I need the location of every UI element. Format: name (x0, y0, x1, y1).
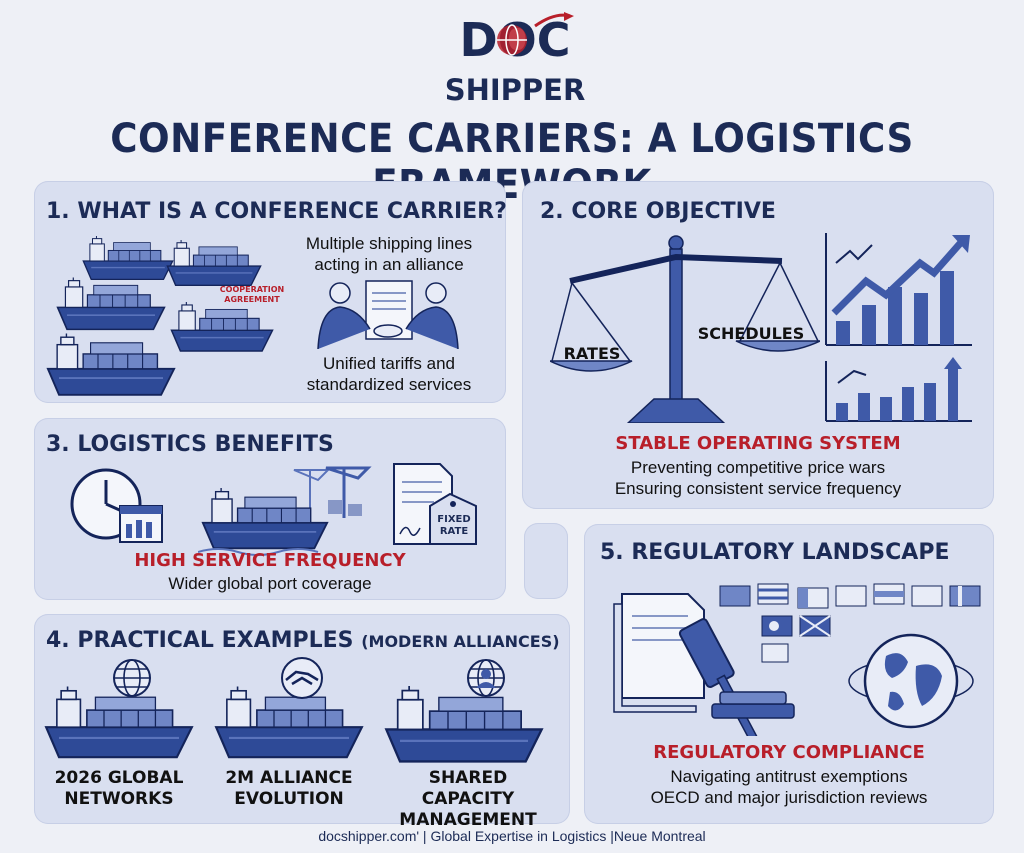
section-2-heading: 2. CORE OBJECTIVE (540, 199, 776, 224)
logo-text-shipper: SHIPPER (445, 73, 586, 107)
section-3-heading: 3. LOGISTICS BENEFITS (46, 432, 334, 457)
balance-scale-illustration (550, 231, 820, 423)
example-item-global-networks: 2026 GLOBAL NETWORKS (44, 656, 214, 822)
port-ship-illustration (198, 460, 378, 556)
section-5-heading: 5. REGULATORY LANDSCAPE (600, 540, 950, 565)
example-label-shared-capacity: SHARED CAPACITY MANAGEMENT (399, 768, 537, 830)
section-4-heading-suffix: (MODERN ALLIANCES) (361, 632, 560, 651)
footer-text: docshipper.com' | Global Expertise in Lo… (318, 828, 706, 844)
handshake-agreement-illustration (308, 277, 468, 351)
core-objective-text: Preventing competitive price wars Ensuri… (522, 457, 994, 499)
flags-illustration (718, 582, 988, 666)
port-coverage-text: Wider global port coverage (168, 574, 372, 593)
regulatory-line-1: Navigating antitrust exemptions (670, 767, 908, 786)
example-label-2m-alliance: 2M ALLIANCE EVOLUTION (225, 768, 353, 809)
unified-tariffs-line-2: standardized services (306, 375, 472, 394)
example-item-shared-capacity: SHARED CAPACITY MANAGEMENT (382, 656, 562, 830)
clock-calendar-icon (68, 466, 164, 546)
section-logistics-benefits: 3. LOGISTICS BENEFITS (34, 418, 506, 600)
example-label-global-networks: 2026 GLOBAL NETWORKS (54, 768, 184, 809)
rates-label: RATES (563, 344, 621, 363)
globe-icon (113, 659, 151, 697)
stable-operating-system-heading: STABLE OPERATING SYSTEM (615, 433, 901, 454)
section-practical-examples: 4. PRACTICAL EXAMPLES (MODERN ALLIANCES)… (34, 614, 570, 830)
ship-fleet-illustration (46, 233, 286, 403)
example-item-2m-alliance: 2M ALLIANCE EVOLUTION (214, 656, 384, 822)
cooperation-agreement-tag: COOPERATION AGREEMENT (219, 285, 285, 304)
section-1-heading: 1. WHAT IS A CONFERENCE CARRIER? (46, 199, 507, 224)
regulatory-text: Navigating antitrust exemptions OECD and… (584, 766, 994, 808)
docshipper-logo: DOC SHIPPER (440, 8, 590, 108)
unified-tariffs-text: Unified tariffs and standardized service… (274, 353, 504, 395)
gavel-document-illustration (598, 586, 818, 736)
shipping-lines-line-2: acting in an alliance (314, 255, 464, 274)
shipping-lines-text: Multiple shipping lines acting in an all… (274, 233, 504, 275)
core-objective-line-1: Preventing competitive price wars (630, 458, 886, 477)
shipping-lines-line-1: Multiple shipping lines (305, 234, 473, 253)
unified-tariffs-line-1: Unified tariffs and (323, 354, 455, 373)
fixed-rate-document-icon (390, 462, 480, 548)
section-what-is-conference-carrier: 1. WHAT IS A CONFERENCE CARRIER? COOPERA… (34, 181, 507, 403)
section-4-heading-main: 4. PRACTICAL EXAMPLES (46, 628, 354, 653)
schedules-label: SCHEDULES (697, 324, 805, 343)
rising-bar-chart-icon (824, 233, 974, 423)
section-regulatory-landscape: 5. REGULATORY LANDSCAPE (584, 524, 994, 824)
section-core-objective: 2. CORE OBJECTIVE RATES SCHEDULES (522, 181, 994, 509)
world-globe-icon (846, 626, 976, 736)
regulatory-line-2: OECD and major jurisdiction reviews (650, 788, 928, 807)
connector-panel (524, 523, 568, 599)
section-4-heading: 4. PRACTICAL EXAMPLES (MODERN ALLIANCES) (46, 628, 560, 653)
regulatory-compliance-heading: REGULATORY COMPLIANCE (653, 742, 925, 763)
fixed-rate-tag: FIXED RATE (437, 514, 471, 537)
high-service-frequency-heading: HIGH SERVICE FREQUENCY (134, 550, 406, 571)
core-objective-line-2: Ensuring consistent service frequency (614, 479, 902, 498)
